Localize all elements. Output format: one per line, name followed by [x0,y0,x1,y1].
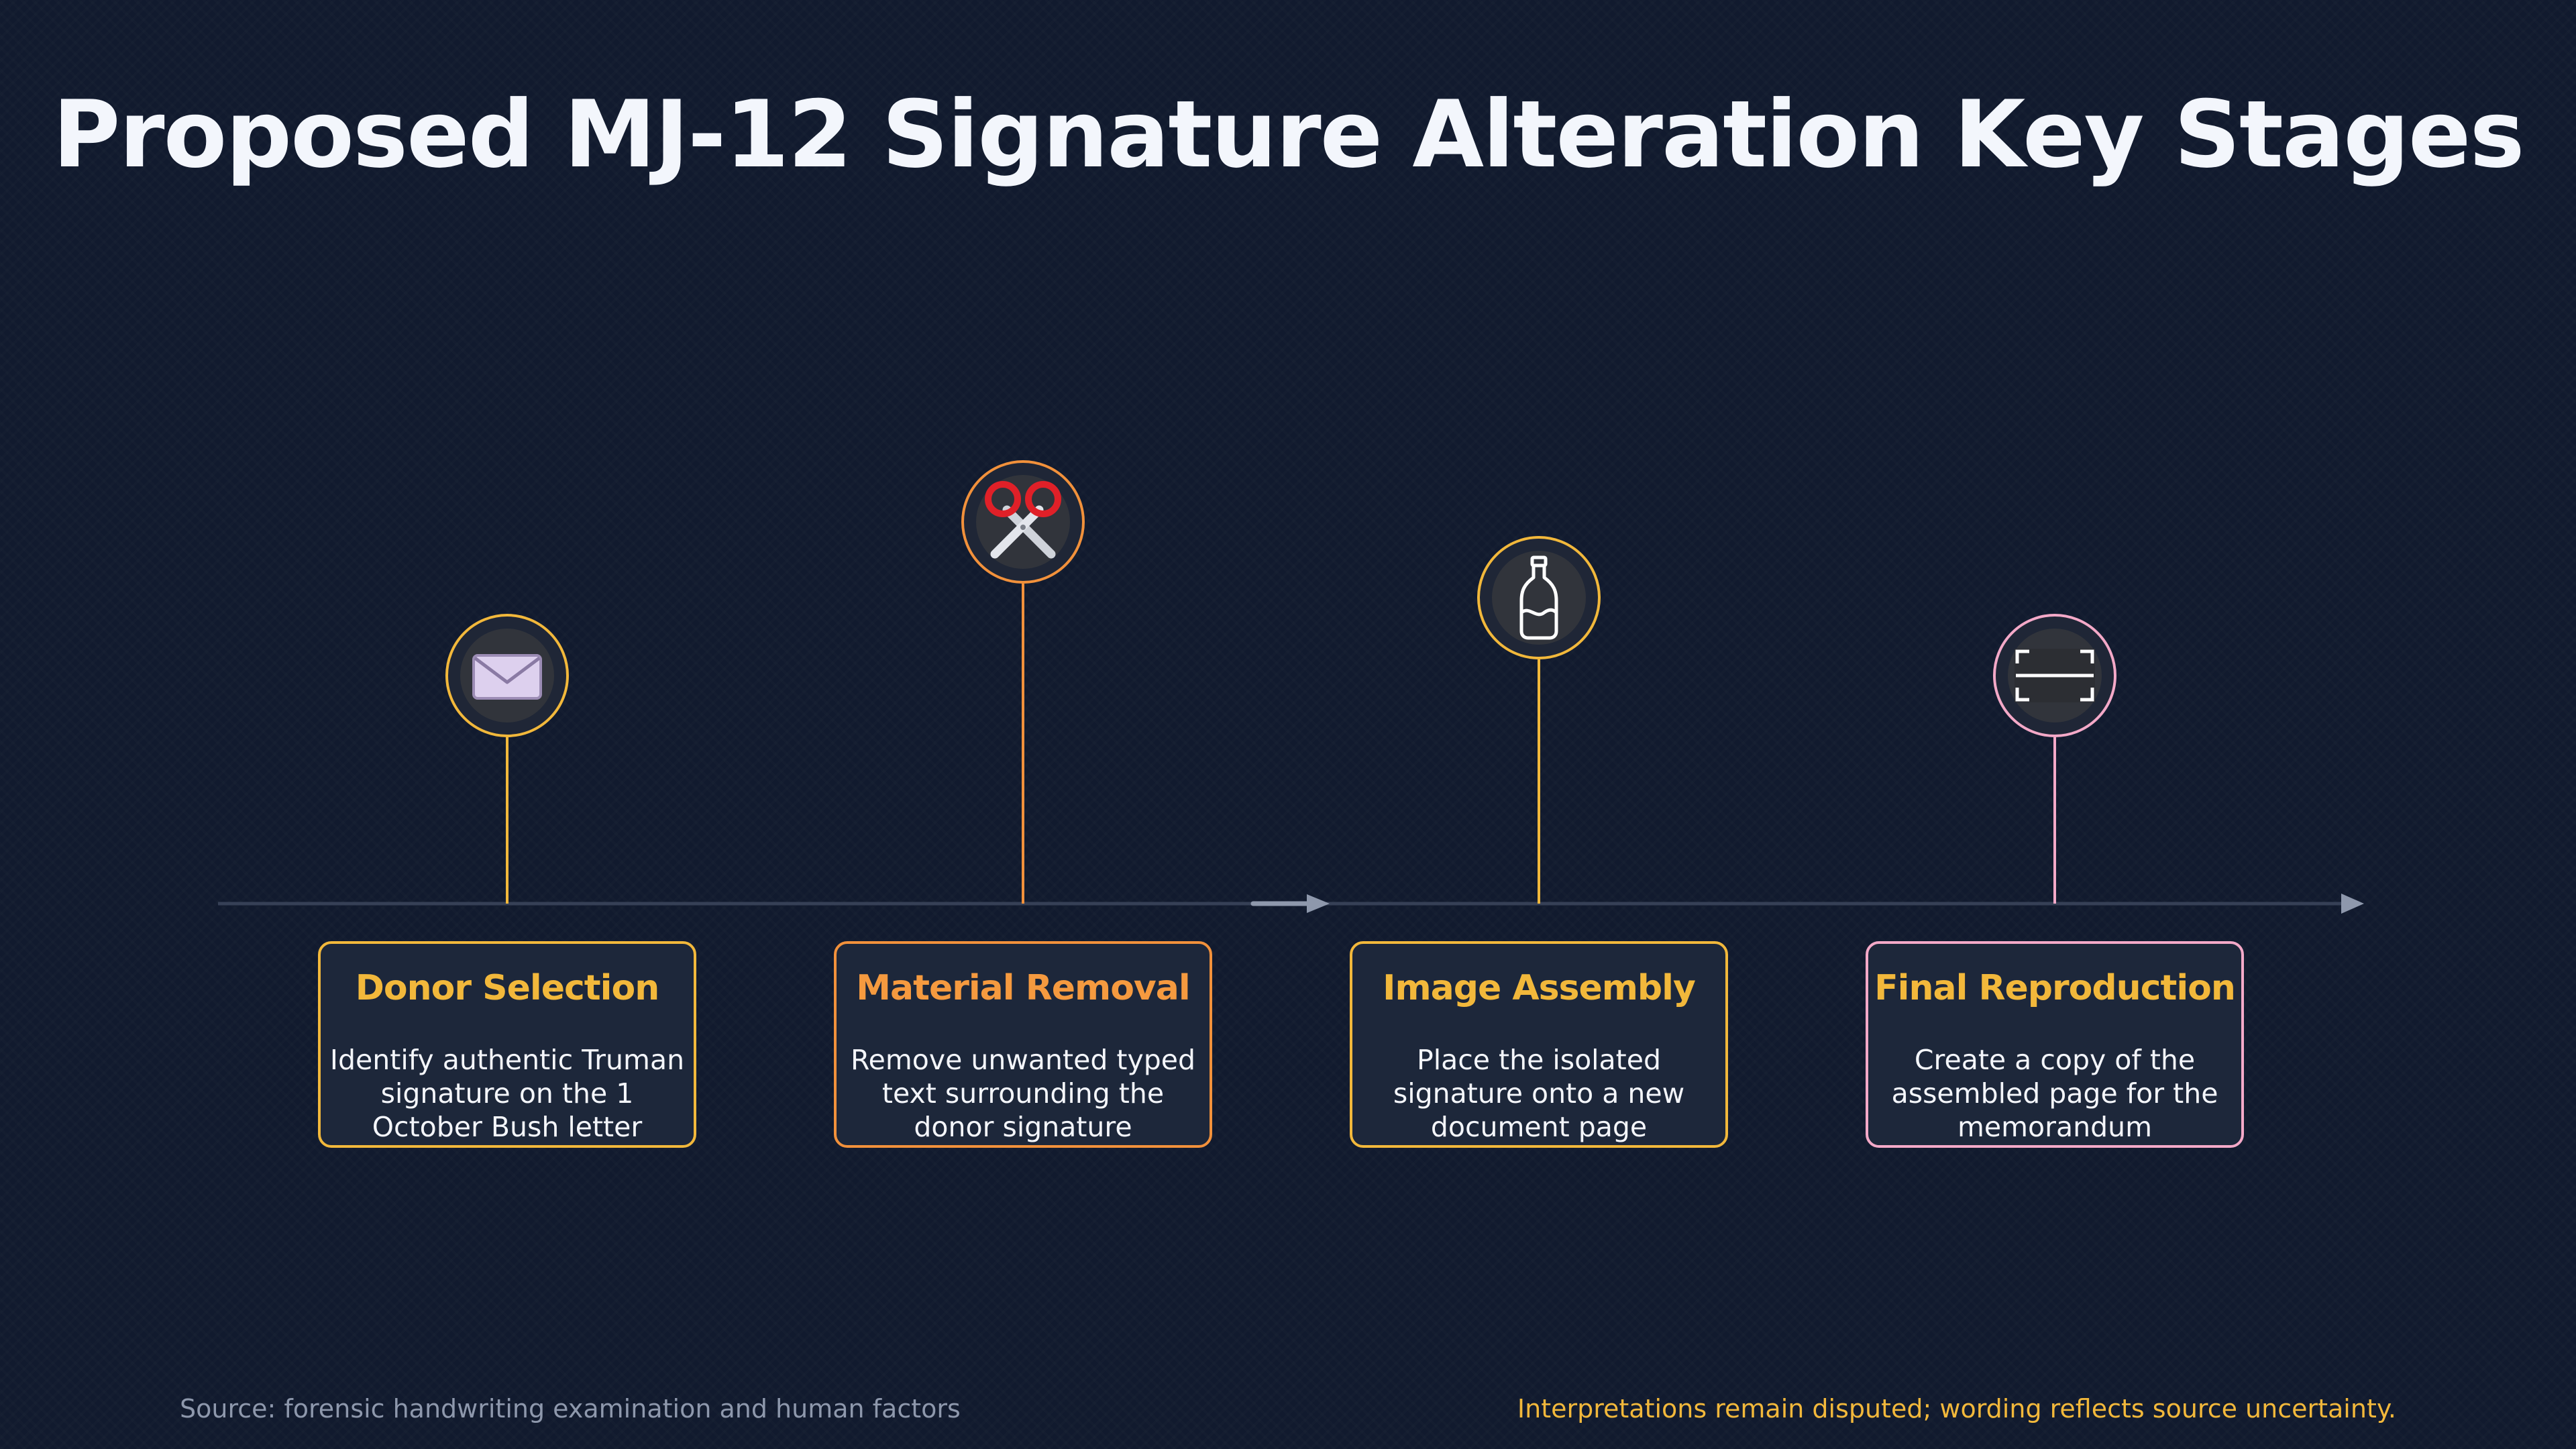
stage-4-icon-badge [1993,614,2116,737]
stage-description: Create a copy of the assembled page for … [1891,1044,2218,1143]
stage-title: Final Reproduction [1874,968,2236,1008]
bottle-icon [1519,555,1558,640]
stage-card-image-assembly: Image Assembly Place the isolated signat… [1350,941,1728,1148]
scan-frame-icon [2015,649,2095,702]
stage-2-icon-badge [961,460,1085,584]
stage-card-material-removal: Material Removal Remove unwanted typed t… [834,941,1212,1148]
stage-card-donor-selection: Donor Selection Identify authentic Truma… [318,941,696,1148]
envelope-icon [472,654,542,700]
timeline-mid-arrowhead [1307,894,1330,913]
stage-title: Material Removal [856,968,1190,1008]
page-title: Proposed MJ-12 Signature Alteration Key … [52,80,2524,189]
disclaimer-note: Interpretations remain disputed; wording… [1517,1394,2396,1424]
timeline-axis-arrowhead [2341,894,2364,914]
stage-description: Place the isolated signature onto a new … [1393,1044,1685,1143]
stage-title: Donor Selection [355,968,659,1008]
stage-1-icon-badge [445,614,569,737]
stage-title: Image Assembly [1383,968,1696,1008]
stage-description: Remove unwanted typed text surrounding t… [850,1044,1195,1143]
stage-3-icon-badge [1477,536,1601,659]
scissors-icon [985,481,1061,559]
stage-card-final-reproduction: Final Reproduction Create a copy of the … [1866,941,2244,1148]
stage-description: Identify authentic Truman signature on t… [329,1044,685,1143]
source-note: Source: forensic handwriting examination… [180,1394,961,1424]
